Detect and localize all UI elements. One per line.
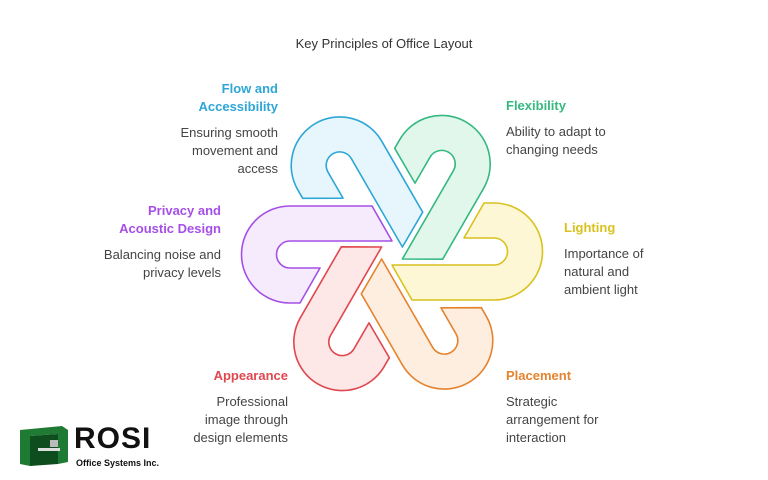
heading: Flexibility [506, 98, 566, 113]
label-lighting: Lighting Importance of natural and ambie… [564, 219, 674, 299]
petal-appearance [293, 246, 391, 392]
logo-subtitle: Office Systems Inc. [76, 458, 160, 468]
petal-privacy [240, 205, 393, 304]
heading: Flow and Accessibility [198, 81, 279, 114]
description: Importance of natural and ambient light [564, 246, 644, 297]
description: Professional image through design elemen… [193, 394, 288, 445]
petal-flexibility [393, 114, 491, 260]
label-flow-accessibility: Flow and Accessibility Ensuring smooth m… [120, 80, 278, 178]
petal-flow [290, 116, 424, 248]
heading: Privacy and Acoustic Design [119, 203, 221, 236]
company-logo: ROSI Office Systems Inc. [18, 420, 168, 472]
label-placement: Placement Strategic arrangement for inte… [506, 367, 626, 447]
label-flexibility: Flexibility Ability to adapt to changing… [506, 97, 636, 159]
cubicle-logo-icon [20, 426, 68, 466]
label-privacy-acoustic: Privacy and Acoustic Design Balancing no… [100, 202, 221, 282]
logo-name: ROSI [74, 422, 152, 455]
diagram-title: Key Principles of Office Layout [295, 36, 473, 51]
description: Strategic arrangement for interaction [506, 394, 599, 445]
label-appearance: Appearance Professional image through de… [168, 367, 288, 447]
heading: Placement [506, 368, 572, 383]
petal-lighting [391, 202, 544, 301]
heading: Appearance [213, 368, 288, 383]
heading: Lighting [564, 220, 616, 235]
description: Balancing noise and privacy levels [103, 247, 221, 280]
description: Ensuring smooth movement and access [180, 125, 278, 176]
description: Ability to adapt to changing needs [506, 124, 606, 157]
petal-placement [360, 258, 494, 390]
